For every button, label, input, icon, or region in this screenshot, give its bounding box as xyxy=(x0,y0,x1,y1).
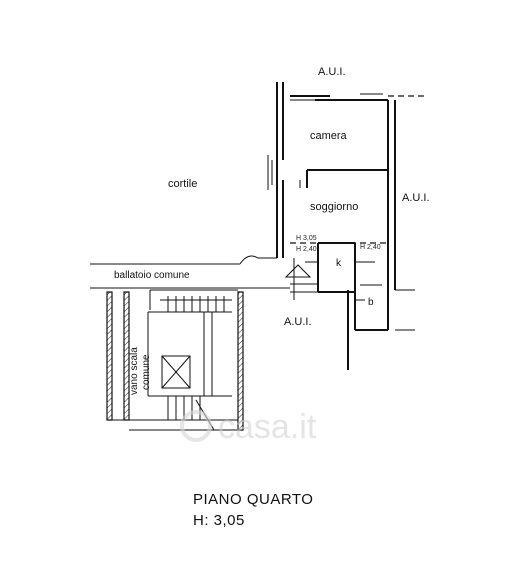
floor-height: H: 3,05 xyxy=(193,512,245,529)
height-left-1: H 3,05 xyxy=(296,235,317,242)
aui-bottom-label: A.U.I. xyxy=(284,316,312,328)
height-right: H 2,40 xyxy=(360,244,381,251)
height-left-2: H 2,40 xyxy=(296,246,317,253)
stair-block xyxy=(106,289,244,431)
watermark: casa.it xyxy=(180,408,317,446)
aui-top-label: A.U.I. xyxy=(318,66,346,78)
floor-title: PIANO QUARTO xyxy=(193,491,313,508)
cortile-label: cortile xyxy=(168,178,197,190)
vano-scala-comune-label: comune xyxy=(141,354,152,390)
ballatoio-label: ballatoio comune xyxy=(114,270,190,281)
apartment-walls xyxy=(267,82,428,370)
kitchen-label: k xyxy=(336,258,342,269)
camera-label: camera xyxy=(310,130,348,142)
ballatoio-walls xyxy=(90,255,318,300)
soggiorno-label: soggiorno xyxy=(310,201,358,213)
vano-scala-label: vano scala xyxy=(129,347,140,395)
bath-label: b xyxy=(368,297,374,308)
aui-right-label: A.U.I. xyxy=(402,192,430,204)
watermark-text: casa.it xyxy=(218,408,317,446)
